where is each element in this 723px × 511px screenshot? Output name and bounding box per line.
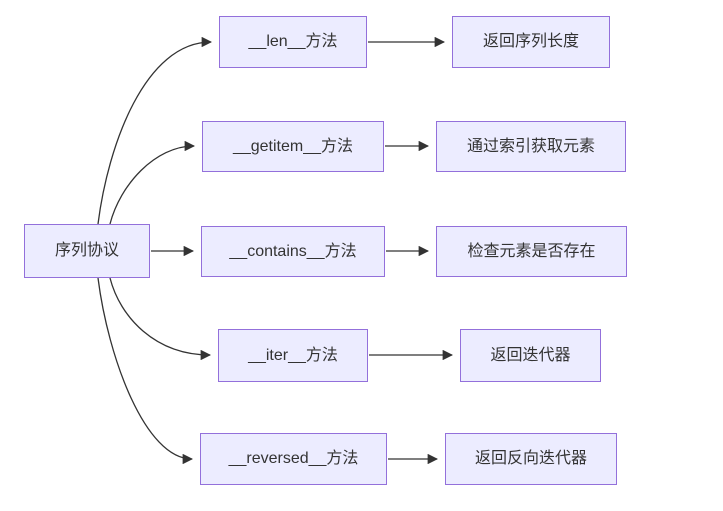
- node-desc-iter: 返回迭代器: [460, 329, 601, 382]
- node-desc-contains: 检查元素是否存在: [436, 226, 627, 277]
- node-label: 返回反向迭代器: [474, 450, 587, 468]
- node-label: 返回迭代器: [490, 346, 571, 364]
- node-desc-getitem: 通过索引获取元素: [436, 121, 626, 172]
- edge-root-to-iter: [109, 277, 212, 361]
- node-label: __iter__方法: [248, 346, 338, 364]
- node-label: 序列协议: [54, 242, 119, 260]
- edge-root-to-getitem: [109, 140, 196, 225]
- node-method-len: __len__方法: [219, 16, 367, 68]
- node-method-iter: __iter__方法: [218, 329, 368, 382]
- node-label: 返回序列长度: [482, 33, 579, 51]
- node-sequence-protocol: 序列协议: [24, 224, 150, 278]
- node-desc-len: 返回序列长度: [452, 16, 610, 68]
- edge-root-to-reversed: [97, 277, 194, 465]
- node-label: __contains__方法: [229, 242, 357, 260]
- node-label: 通过索引获取元素: [466, 137, 595, 155]
- node-label: __len__方法: [248, 33, 338, 51]
- node-desc-reversed: 返回反向迭代器: [445, 433, 617, 485]
- node-label: __getitem__方法: [232, 137, 354, 155]
- node-method-contains: __contains__方法: [201, 226, 385, 277]
- node-method-getitem: __getitem__方法: [202, 121, 384, 172]
- node-label: 检查元素是否存在: [467, 242, 596, 260]
- node-label: __reversed__方法: [228, 450, 359, 468]
- node-method-reversed: __reversed__方法: [200, 433, 387, 485]
- edge-root-to-len: [97, 36, 213, 225]
